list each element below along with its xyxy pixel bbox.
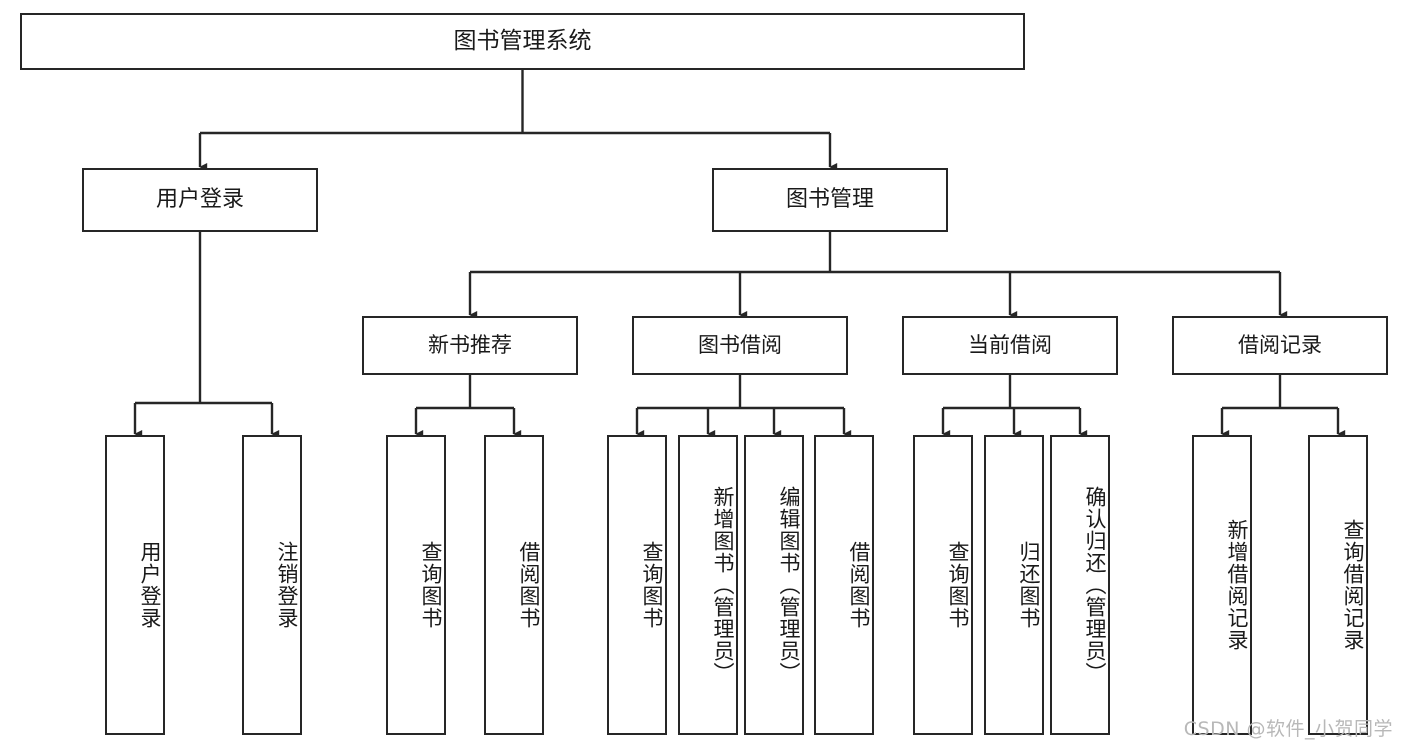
edge-layer (133, 70, 1346, 439)
diagram-node-n2[interactable]: 图书管理 (712, 168, 948, 232)
node-label: 图书管理 (785, 186, 874, 212)
node-label: 用户登录 (155, 186, 244, 212)
diagram-node-n7[interactable]: 用户登录 (105, 435, 165, 735)
diagram-node-n18[interactable]: 新增借阅记录 (1192, 435, 1252, 735)
node-label: 当前借阅 (968, 333, 1052, 358)
node-label: 查询图书 (640, 541, 664, 629)
diagram-node-n13[interactable]: 编辑图书（管理员） (744, 435, 804, 735)
diagram-node-n17[interactable]: 确认归还（管理员） (1050, 435, 1110, 735)
diagram-node-n19[interactable]: 查询借阅记录 (1308, 435, 1368, 735)
diagram-node-n3[interactable]: 新书推荐 (362, 316, 578, 375)
node-label: 新书推荐 (428, 333, 512, 358)
node-label: 借阅图书 (517, 541, 541, 629)
diagram-root-node[interactable]: 图书管理系统 (20, 13, 1025, 70)
diagram-node-n16[interactable]: 归还图书 (984, 435, 1044, 735)
diagram-node-n8[interactable]: 注销登录 (242, 435, 302, 735)
diagram-node-n11[interactable]: 查询图书 (607, 435, 667, 735)
node-label: 借阅记录 (1238, 333, 1322, 358)
diagram-node-n4[interactable]: 图书借阅 (632, 316, 848, 375)
node-label: 图书借阅 (698, 333, 782, 358)
node-label: 归还图书 (1017, 541, 1041, 629)
node-label: 查询图书 (419, 541, 443, 629)
diagram-node-n10[interactable]: 借阅图书 (484, 435, 544, 735)
node-label: 新增借阅记录 (1225, 519, 1249, 651)
node-label: 新增图书（管理员） (711, 486, 735, 684)
diagram-node-n14[interactable]: 借阅图书 (814, 435, 874, 735)
diagram-node-n15[interactable]: 查询图书 (913, 435, 973, 735)
node-label: 查询图书 (946, 541, 970, 629)
diagram-node-n12[interactable]: 新增图书（管理员） (678, 435, 738, 735)
node-label: 确认归还（管理员） (1083, 486, 1107, 684)
node-label: 编辑图书（管理员） (777, 486, 801, 684)
diagram-node-n6[interactable]: 借阅记录 (1172, 316, 1388, 375)
diagram-node-n1[interactable]: 用户登录 (82, 168, 318, 232)
node-label: 图书管理系统 (453, 27, 592, 54)
node-label: 借阅图书 (847, 541, 871, 629)
node-label: 用户登录 (138, 541, 162, 629)
node-label: 查询借阅记录 (1341, 519, 1365, 651)
diagram-node-n9[interactable]: 查询图书 (386, 435, 446, 735)
node-label: 注销登录 (275, 541, 299, 629)
diagram-node-n5[interactable]: 当前借阅 (902, 316, 1118, 375)
